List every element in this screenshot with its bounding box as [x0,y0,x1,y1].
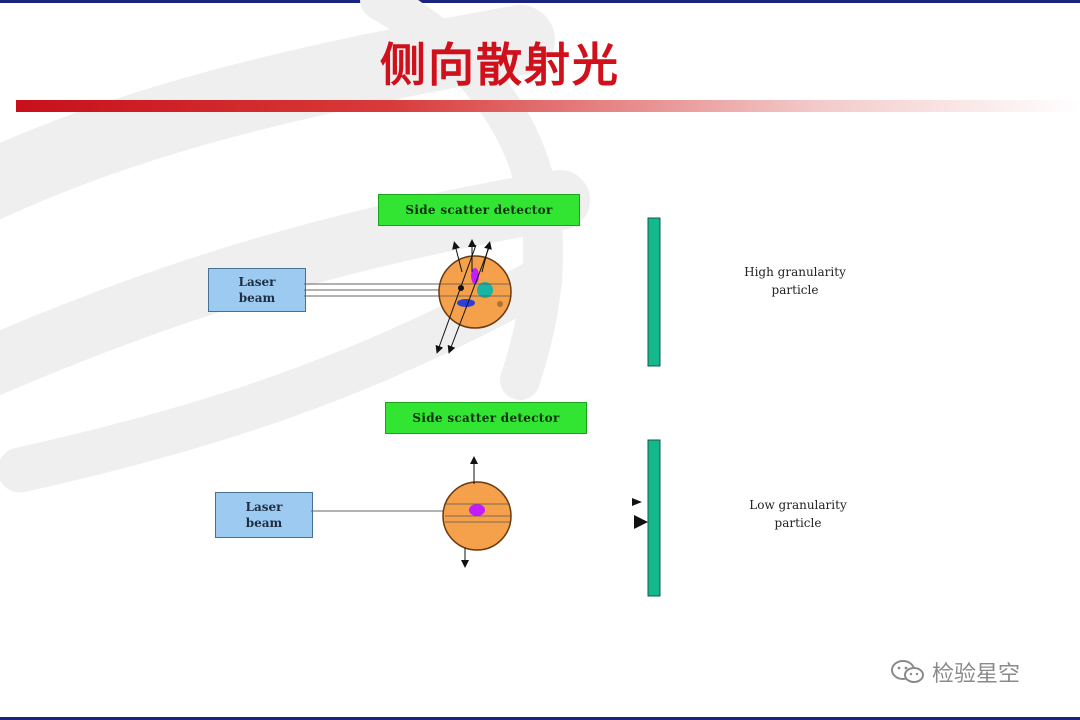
high-granularity-caption: High granularity particle [744,265,846,297]
watermark-text: 检验星空 [932,662,1021,687]
laser-beam-box-bottom: Laser beam [215,492,313,538]
detector-screen-top [647,217,661,367]
granule-blue [457,299,475,307]
wechat-icon [891,660,924,683]
granule-brown [497,301,503,307]
nucleus-teal [477,282,493,298]
title-underline [16,100,1080,112]
side-scatter-detector-top: Side scatter detector [378,194,580,226]
slide-top-border [0,0,1080,3]
scatter-arrows-top [435,239,492,354]
detector-screen-bottom [647,439,661,597]
low-granularity-cell [442,481,512,551]
slide-bottom-border [0,717,1080,720]
nucleus-magenta [469,504,485,516]
transmitted-arrows-bottom [632,498,648,529]
slide-title: 侧向散射光 [380,38,620,92]
watermark: 检验星空 [890,652,1020,692]
laser-beam-box-top: Laser beam [208,268,306,312]
scatter-arrows-bottom [461,456,478,568]
low-granularity-caption: Low granularity particle [749,498,847,530]
side-scatter-detector-bottom: Side scatter detector [385,402,587,434]
